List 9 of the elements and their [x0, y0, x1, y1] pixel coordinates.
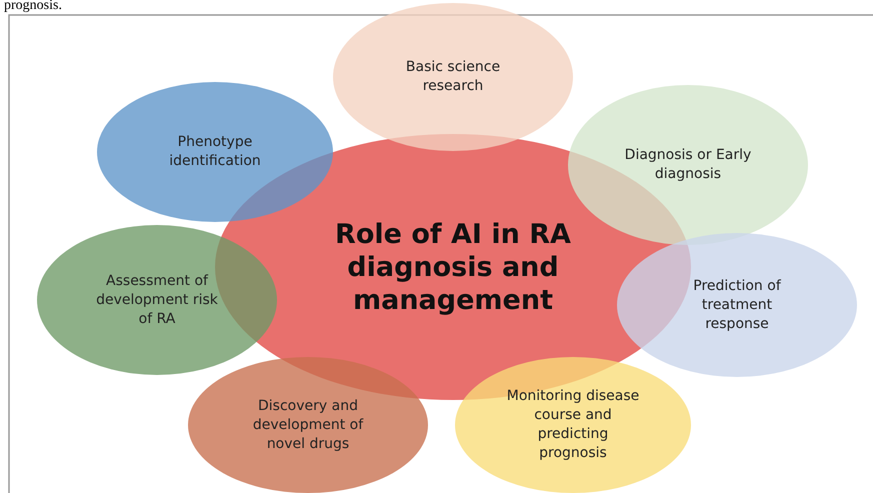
circle-label: Discovery and development of novel drugs — [252, 396, 364, 454]
circle-label: Monitoring disease course and predicting prognosis — [506, 387, 640, 463]
circle-label: Assessment of development risk of RA — [95, 272, 219, 328]
circle-label: Phenotype identification — [168, 133, 262, 171]
text-fragment: prognosis. — [4, 0, 62, 13]
center-title: Role of AI in RA diagnosis and management — [334, 218, 572, 316]
circle-label: Basic science research — [404, 58, 502, 96]
circle-label: Diagnosis or Early diagnosis — [624, 146, 752, 184]
circle-label: Prediction of treatment response — [692, 276, 782, 334]
